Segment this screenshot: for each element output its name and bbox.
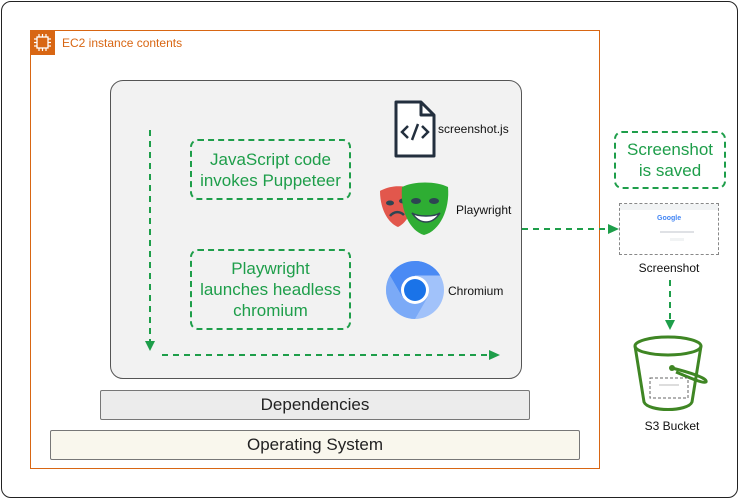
os-label: Operating System — [246, 435, 384, 454]
js-box-line-1: JavaScript code — [210, 149, 331, 169]
operating-system-layer: Operating System — [50, 430, 580, 460]
saved-box-line-1: Screenshot — [627, 140, 713, 159]
screenshot-js-label: screenshot.js — [438, 122, 509, 136]
dependencies-layer: Dependencies — [100, 390, 530, 420]
js-invokes-puppeteer-box: JavaScript code invokes Puppeteer — [190, 139, 351, 200]
code-file-icon — [393, 100, 437, 158]
google-logo-text: Google — [657, 215, 682, 222]
launch-box-line-1: Playwright — [231, 259, 310, 278]
s3-bucket-icon — [632, 334, 712, 414]
ec2-instance-group — [30, 30, 600, 469]
screenshot-saved-box: Screenshot is saved — [614, 131, 726, 189]
screenshot-thumbnail: Google — [619, 203, 719, 255]
saved-box-line-2: is saved — [638, 161, 702, 180]
launch-box-line-3: chromium — [233, 301, 308, 320]
screenshot-caption: Screenshot — [638, 261, 700, 275]
js-box-line-2: invokes Puppeteer — [200, 170, 341, 190]
ec2-chip-icon — [30, 30, 55, 55]
playwright-label: Playwright — [456, 203, 512, 217]
ec2-group-label: EC2 instance contents — [62, 36, 183, 50]
s3-bucket-caption: S3 Bucket — [644, 419, 700, 433]
dependencies-label: Dependencies — [260, 395, 370, 414]
launch-box-line-2: launches headless — [200, 280, 341, 299]
chromium-label: Chromium — [448, 284, 504, 298]
playwright-masks-icon — [378, 181, 452, 237]
chromium-icon — [385, 260, 445, 320]
google-logo: Google — [657, 215, 681, 222]
playwright-launches-chromium-box: Playwright launches headless chromium — [190, 249, 351, 330]
